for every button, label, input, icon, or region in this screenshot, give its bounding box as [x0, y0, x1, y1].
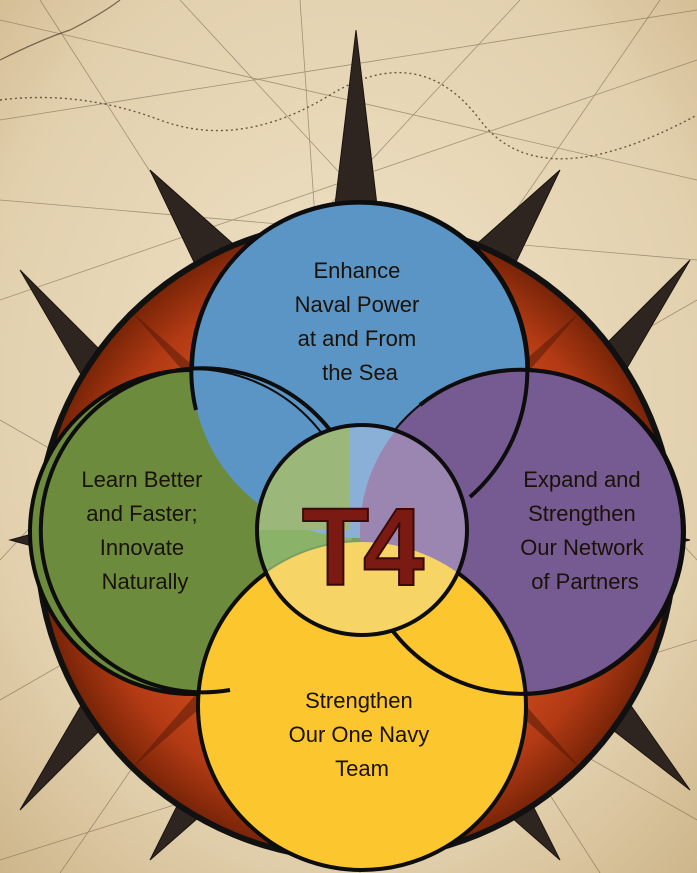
left-circle-label: Learn Better and Faster; Innovate Natura… — [81, 467, 208, 594]
right-circle-label: Expand and Strengthen Our Network of Par… — [520, 467, 650, 594]
bottom-circle-label: Strengthen Our One Navy Team — [289, 688, 436, 781]
top-circle-edge — [189, 200, 530, 499]
bottom-line-3: Team — [335, 756, 389, 781]
right-circle-edge — [390, 367, 685, 696]
right-line-1: Expand and — [523, 467, 640, 492]
top-line-2: Naval Power — [295, 292, 420, 317]
top-line-3: at and From — [298, 326, 417, 351]
left-line-4: Naturally — [102, 569, 189, 594]
left-line-1: Learn Better — [81, 467, 202, 492]
right-line-3: Our Network — [520, 535, 644, 560]
coastline-dotted — [0, 71, 697, 160]
left-circle-edge — [38, 366, 332, 695]
left-line-2: and Faster; — [86, 501, 197, 526]
left-line-3: Innovate — [100, 535, 184, 560]
right-line-4: of Partners — [531, 569, 639, 594]
coastline-upper — [0, 0, 121, 61]
top-circle-label: Enhance Naval Power at and From the Sea — [295, 258, 426, 385]
center-label: T4 — [302, 486, 424, 609]
bottom-line-1: Strengthen — [305, 688, 413, 713]
overlap-top-left — [192, 370, 354, 538]
center-circle — [255, 423, 469, 637]
top-line-4: the Sea — [322, 360, 399, 385]
top-line-1: Enhance — [314, 258, 401, 283]
right-line-2: Strengthen — [528, 501, 636, 526]
bottom-line-2: Our One Navy — [289, 722, 430, 747]
